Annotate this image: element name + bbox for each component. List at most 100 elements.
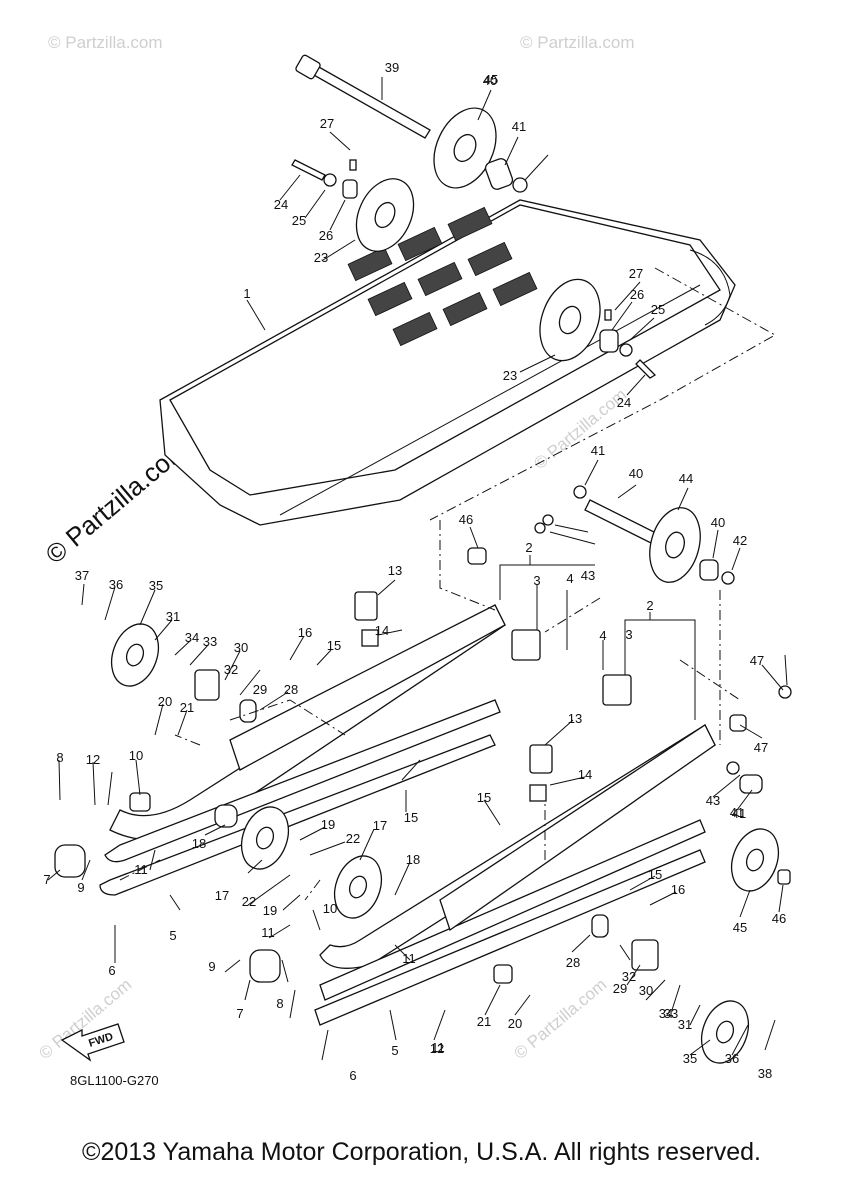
callout-33: 33 [203, 634, 217, 649]
callout-2: 2 [525, 540, 532, 555]
callout-39: 39 [385, 60, 399, 75]
callout-19: 19 [321, 817, 335, 832]
callout-41: 41 [730, 805, 744, 820]
right-slide-rail [249, 724, 791, 1064]
callout-6: 6 [349, 1068, 356, 1083]
callout-12: 12 [430, 1041, 444, 1056]
callout-25: 25 [292, 213, 306, 228]
callout-18: 18 [192, 836, 206, 851]
callout-41: 41 [732, 806, 746, 821]
callout-3: 3 [625, 627, 632, 642]
fwd-arrow: FWD [60, 1023, 125, 1062]
callout-11: 11 [431, 1040, 445, 1055]
callout-43: 43 [581, 568, 595, 583]
callout-47: 47 [754, 740, 768, 755]
callout-17: 17 [373, 818, 387, 833]
watermark-top-right: © Partzilla.com [520, 33, 635, 52]
callout-38: 38 [758, 1066, 772, 1081]
callout-31: 31 [678, 1017, 692, 1032]
callout-32: 32 [622, 969, 636, 984]
callout-2: 2 [646, 598, 653, 613]
callout-5: 5 [391, 1043, 398, 1058]
callout-47: 47 [750, 653, 764, 668]
callout-40: 40 [483, 73, 497, 88]
callout-45: 45 [484, 72, 498, 87]
callout-16: 16 [671, 882, 685, 897]
callout-15: 15 [404, 810, 418, 825]
callout-11: 11 [261, 925, 275, 940]
callout-12: 12 [86, 752, 100, 767]
callout-41: 41 [512, 119, 526, 134]
guide-lines [119, 267, 777, 901]
callout-28: 28 [566, 955, 580, 970]
callout-15: 15 [477, 790, 491, 805]
brackets [511, 629, 792, 732]
callout-15: 15 [648, 867, 662, 882]
callout-4: 4 [599, 628, 606, 643]
callout-35: 35 [149, 578, 163, 593]
callout-19: 19 [263, 903, 277, 918]
callout-31: 31 [166, 609, 180, 624]
leader-lines [47, 77, 788, 1061]
left-slide-rail [54, 591, 506, 919]
callout-5: 5 [169, 928, 176, 943]
callout-40: 40 [711, 515, 725, 530]
callout-37: 37 [75, 568, 89, 583]
callout-42: 42 [733, 533, 747, 548]
callout-18: 18 [406, 852, 420, 867]
callout-9: 9 [77, 880, 84, 895]
callout-21: 21 [477, 1014, 491, 1029]
callout-13: 13 [388, 563, 402, 578]
callout-26: 26 [630, 287, 644, 302]
idler-shaft-assembly [467, 485, 735, 585]
callout-20: 20 [158, 694, 172, 709]
callout-26: 26 [319, 228, 333, 243]
callout-36: 36 [725, 1051, 739, 1066]
watermark-top-left: © Partzilla.com [48, 33, 163, 52]
callout-23: 23 [503, 368, 517, 383]
callout-1: 1 [243, 286, 250, 301]
callout-29: 29 [613, 981, 627, 996]
callout-11: 11 [134, 862, 148, 877]
callout-10: 10 [129, 748, 143, 763]
callout-20: 20 [508, 1016, 522, 1031]
callout-7: 7 [236, 1006, 243, 1021]
callout-30: 30 [234, 640, 248, 655]
callout-43: 43 [706, 793, 720, 808]
callout-labels: 1223344556677889910101111111112121313141… [43, 60, 786, 1083]
callout-28: 28 [284, 682, 298, 697]
callout-29: 29 [253, 682, 267, 697]
callout-4: 4 [566, 571, 573, 586]
callout-8: 8 [276, 996, 283, 1011]
callout-46: 46 [772, 911, 786, 926]
callout-11: 11 [402, 951, 416, 966]
callout-40: 40 [629, 466, 643, 481]
track-belt [159, 199, 736, 526]
callout-46: 46 [459, 512, 473, 527]
callout-27: 27 [320, 116, 334, 131]
callout-44: 44 [679, 471, 693, 486]
callout-35: 35 [683, 1051, 697, 1066]
callout-10: 10 [323, 901, 337, 916]
callout-17: 17 [215, 888, 229, 903]
callout-9: 9 [208, 959, 215, 974]
callout-33: 33 [664, 1006, 678, 1021]
callout-13: 13 [568, 711, 582, 726]
callout-32: 32 [224, 662, 238, 677]
diagram-code: 8GL1100-G270 [70, 1073, 159, 1088]
callout-25: 25 [651, 302, 665, 317]
callout-15: 15 [327, 638, 341, 653]
callout-34: 34 [185, 630, 199, 645]
copyright-notice: ©2013 Yamaha Motor Corporation, U.S.A. A… [82, 1138, 761, 1166]
callout-16: 16 [298, 625, 312, 640]
callout-6: 6 [108, 963, 115, 978]
callout-34: 34 [659, 1006, 673, 1021]
callout-14: 14 [578, 767, 592, 782]
callout-22: 22 [346, 831, 360, 846]
callout-22: 22 [242, 894, 256, 909]
callout-7: 7 [43, 872, 50, 887]
callout-45: 45 [733, 920, 747, 935]
callout-30: 30 [639, 983, 653, 998]
callout-24: 24 [274, 197, 288, 212]
